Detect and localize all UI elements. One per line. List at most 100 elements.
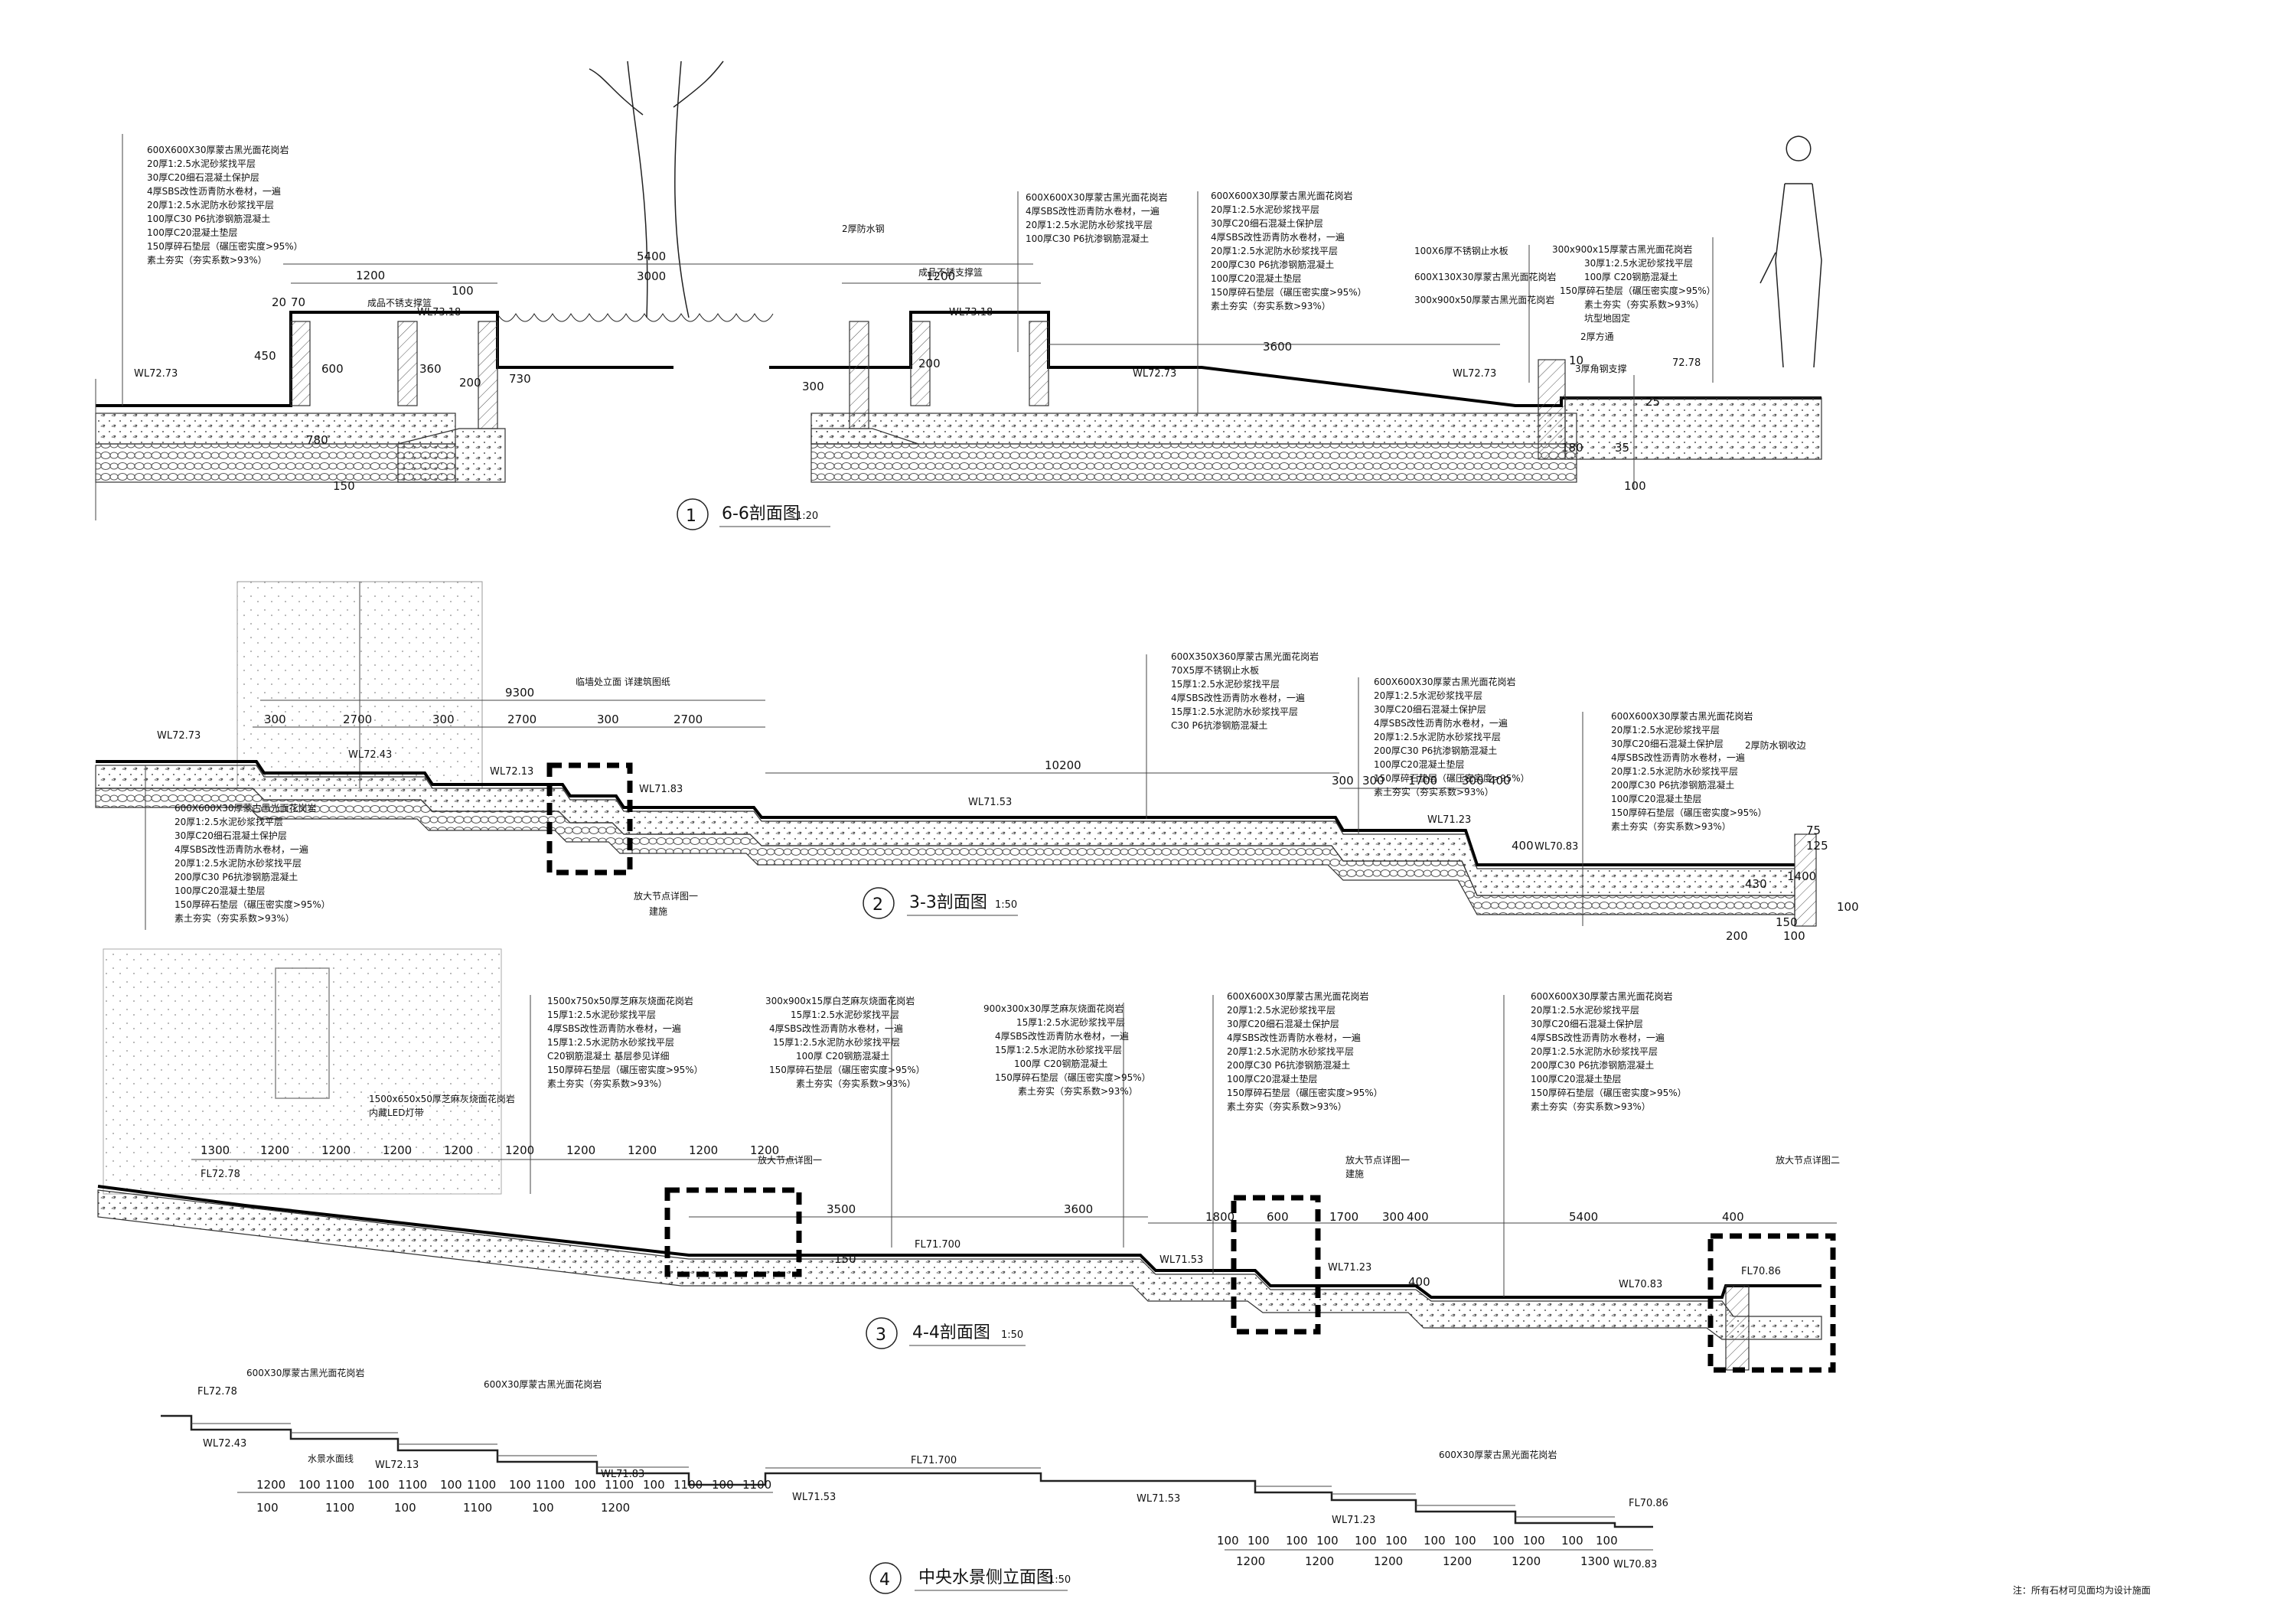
s3-note-e-5: 200厚C30 P6抗渗钢筋混凝土 [1531,1059,1654,1071]
s3-note-d-8: 素土夯实（夯实系数>93%） [1227,1101,1347,1112]
s3-note-c: 900x300x30厚芝麻灰烧面花岗岩 15厚1:2.5水泥砂浆找平层 4厚SB… [983,1003,1151,1248]
s4-level-2: WL72.13 [375,1460,419,1471]
s2-note-b-0: 600X350X360厚蒙古黑光面花岗岩 [1171,651,1319,662]
s2-dim-12: 400 [1489,774,1511,788]
s3-detail-ref-2: 放大节点详图二 [1776,1154,1840,1166]
s4-dt-2: 1100 [325,1478,354,1492]
s1-note-right-1: 20厚1:2.5水泥砂浆找平层 [1211,204,1319,215]
s4-notes: 600X30厚蒙古黑光面花岗岩 600X30厚蒙古黑光面花岗岩 600X30厚蒙… [246,1367,1557,1464]
s2-dim-17: 150 [1776,915,1798,929]
s3-note-e-6: 100厚C20混凝土垫层 [1531,1073,1622,1084]
s3-note-d-0: 600X600X30厚蒙古黑光面花岗岩 [1227,990,1369,1002]
s4-dt-1: 100 [298,1478,321,1492]
s3-note-d-5: 200厚C30 P6抗渗钢筋混凝土 [1227,1059,1350,1071]
s1-dim-0: 1200 [356,269,385,282]
s3-note-d: 600X600X30厚蒙古黑光面花岗岩 20厚1:2.5水泥砂浆找平层 30厚C… [1212,990,1383,1274]
s1-dim-17: 180 [1561,441,1583,455]
s1-dim-16: 200 [918,357,941,370]
s3-dim-5: 1200 [505,1143,534,1157]
s2-dim-2: 2700 [343,713,372,726]
s3-dim-15: 300 [1382,1210,1404,1224]
s4-db-9: 100 [1523,1534,1545,1548]
s2-dim-15: 430 [1745,877,1767,891]
s1-dim-2: 3000 [637,269,666,283]
s1-title: 6-6剖面图 [722,504,800,523]
s4-level-8: FL70.86 [1629,1498,1668,1509]
s4-db-16: 1200 [1512,1554,1541,1568]
s1-number: 1 [686,507,696,526]
tree-trunk-icon [589,60,724,318]
s3-dim-4: 1200 [444,1143,473,1157]
s1-note-far-4: 素土夯实（夯实系数>93%） [1584,298,1704,310]
s3-note-e-2: 30厚C20细石混凝土保护层 [1531,1018,1643,1029]
s3-level-2: WL71.53 [1159,1254,1203,1266]
s3-note-e-3: 4厚SBS改性沥青防水卷材，一遍 [1531,1032,1665,1043]
s4-number: 4 [879,1570,890,1590]
s3-note-a-0: 1500x750x50厚芝麻灰烧面花岗岩 [547,995,693,1006]
s4-dt-7: 100 [509,1478,531,1492]
s1-note-mid: 600X600X30厚蒙古黑光面花岗岩 4厚SBS改性沥青防水卷材，一遍 20厚… [1017,191,1168,352]
s1-callout-2: 成品不锈支撑篮 [918,266,983,278]
s4-level-5: WL71.53 [792,1492,836,1503]
s1-note-right: 600X600X30厚蒙古黑光面花岗岩 20厚1:2.5水泥砂浆找平层 30厚C… [1197,190,1367,413]
s4-levels: FL72.78 WL72.43 WL72.13 WL71.83 FL71.700… [197,1386,1668,1570]
s2-note-d-5: 200厚C30 P6抗渗钢筋混凝土 [1611,779,1734,791]
s1-dim-11: 780 [306,433,328,447]
s3-dim-14: 1700 [1329,1210,1358,1224]
s2-number: 2 [872,895,883,915]
s4-level-1: WL72.43 [203,1438,246,1450]
s3-note-c-5: 150厚碎石垫层（碾压密实度>95%） [995,1071,1151,1083]
s3-note-b-2: 4厚SBS改性沥青防水卷材，一遍 [769,1023,903,1034]
s1-dim-3: 1200 [926,269,955,283]
s1-scale: 1:20 [796,510,818,522]
s2-detail-box [546,762,633,876]
s4-dt-19: 100 [532,1501,554,1515]
section-3-3: 临墙处立面 详建筑图纸 600X600X30厚蒙古黑光面花岗岩 20厚1:2.5… [95,581,1859,943]
s1-dim-12: 300 [802,380,824,393]
s2-dim-18: 100 [1783,929,1805,943]
s2-note-c-7: 150厚碎石垫层（碾压密实度>95%） [1374,772,1530,784]
s1-note-far-1: 30厚1:2.5水泥砂浆找平层 [1584,257,1693,269]
s4-dt-18: 1100 [463,1501,492,1515]
s1-note-right-0: 600X600X30厚蒙古黑光面花岗岩 [1211,190,1353,201]
s3-detail-ref-1: 放大节点详图一 [1345,1154,1410,1166]
s1-dims: 1200 5400 3000 1200 3600 600 360 200 100… [254,250,1660,493]
s3-level-0: FL72.78 [201,1169,240,1180]
s1-note-left-1: 20厚1:2.5水泥砂浆找平层 [147,158,256,169]
s1-note-right-4: 20厚1:2.5水泥防水砂浆找平层 [1211,245,1338,256]
s1-dim-8: 100 [452,284,474,298]
s2-level-6: WL70.83 [1534,841,1578,853]
s2-dim-10: 1700 [1408,774,1437,788]
s1-callouts: 成品不锈支撑篮 2厚防水钢 成品不锈支撑篮 2厚方通 3厚角钢支撑 [367,223,1627,374]
human-figure-icon [1760,135,1822,368]
s4-dt-12: 1100 [673,1478,703,1492]
s1-pool-wall-r1 [849,321,869,429]
s1-pool-wall-r2 [910,321,931,406]
s2-note-c-3: 4厚SBS改性沥青防水卷材，一遍 [1374,717,1508,729]
s3-dim-13: 600 [1267,1210,1289,1224]
s3-note-e-4: 20厚1:2.5水泥防水砂浆找平层 [1531,1045,1658,1057]
s3-note-d-3: 4厚SBS改性沥青防水卷材，一遍 [1227,1032,1361,1043]
s4-step-shadow [191,1423,1615,1518]
s4-title-block: 4 中央水景侧立面图 1:50 [869,1562,1071,1594]
s3-dim-16: 400 [1407,1210,1429,1224]
s3-detail-refs: 放大节点详图一 放大节点详图一 放大节点详图二 建施 [758,1154,1840,1179]
s4-note-1: 600X30厚蒙古黑光面花岗岩 [484,1378,602,1390]
s2-dim-9: 300 [1362,774,1384,788]
s3-slope-surface [97,1185,1821,1299]
footnote: 注：所有石材可见面均为设计施面 [2013,1584,2151,1596]
s1-note-far-2: 100厚 C20钢筋混凝土 [1584,271,1678,282]
s4-title: 中央水景侧立面图 [918,1568,1053,1587]
s2-note-d-2: 30厚C20细石混凝土保护层 [1611,738,1724,749]
s4-dt-13: 100 [712,1478,734,1492]
s3-window [275,967,330,1099]
s2-note-a-7: 150厚碎石垫层（碾压密实度>95%） [174,899,331,910]
s1-dim-5: 600 [321,362,344,376]
s1-weir-wall [1538,359,1566,460]
s4-dims-top: 1200 100 1100 100 1100 100 1100 100 1100… [256,1478,771,1515]
s2-detail-ref-text: 放大节点详图一 [634,890,698,902]
s1-pool-wall-left [290,321,311,406]
s2-levels: WL72.73 WL72.43 WL72.13 WL71.83 WL71.53 … [157,730,1578,853]
s2-top-note-text: 临墙处立面 详建筑图纸 [576,676,670,687]
s4-db-1: 100 [1247,1534,1270,1548]
